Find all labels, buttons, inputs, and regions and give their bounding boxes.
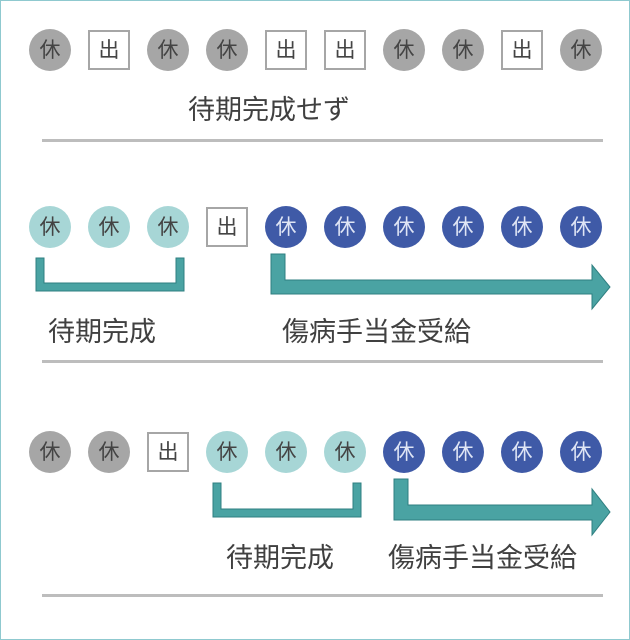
benefit-day-circle: 休 xyxy=(442,431,484,473)
rest-day-circle: 休 xyxy=(29,431,71,473)
sickness-benefit-label: 傷病手当金受給 xyxy=(282,317,471,348)
waiting-day-circle: 休 xyxy=(147,206,189,248)
work-day-box: 出 xyxy=(206,207,248,247)
rest-day-circle: 休 xyxy=(206,29,248,71)
benefit-period-arrow xyxy=(393,478,611,537)
benefit-day-circle: 休 xyxy=(560,431,602,473)
waiting-period-bracket xyxy=(212,482,362,518)
waiting-day-circle: 休 xyxy=(324,431,366,473)
rest-day-circle: 休 xyxy=(442,29,484,71)
rest-day-circle: 休 xyxy=(29,29,71,71)
rest-day-circle: 休 xyxy=(560,29,602,71)
waiting-day-circle: 休 xyxy=(206,431,248,473)
sickness-benefit-label: 傷病手当金受給 xyxy=(388,543,577,574)
waiting-completed-label: 待期完成 xyxy=(226,543,334,574)
benefit-day-circle: 休 xyxy=(383,206,425,248)
work-day-box: 出 xyxy=(324,30,366,70)
rest-day-circle: 休 xyxy=(383,29,425,71)
benefit-period-arrow xyxy=(270,253,611,311)
row-separator xyxy=(42,139,603,142)
benefit-day-circle: 休 xyxy=(442,206,484,248)
work-day-box: 出 xyxy=(265,30,307,70)
row-separator xyxy=(42,594,603,597)
caption-waiting-not-completed: 待期完成せず xyxy=(188,95,350,126)
rest-day-circle: 休 xyxy=(88,431,130,473)
row-separator xyxy=(42,360,603,363)
benefit-day-circle: 休 xyxy=(501,206,543,248)
benefit-day-circle: 休 xyxy=(265,206,307,248)
work-day-box: 出 xyxy=(147,432,189,472)
benefit-day-circle: 休 xyxy=(324,206,366,248)
work-day-box: 出 xyxy=(501,30,543,70)
waiting-day-circle: 休 xyxy=(265,431,307,473)
benefit-day-circle: 休 xyxy=(383,431,425,473)
waiting-period-bracket xyxy=(35,257,185,292)
work-day-box: 出 xyxy=(88,30,130,70)
waiting-completed-label: 待期完成 xyxy=(48,317,156,348)
benefit-day-circle: 休 xyxy=(560,206,602,248)
rest-day-circle: 休 xyxy=(147,29,189,71)
benefit-day-circle: 休 xyxy=(501,431,543,473)
waiting-day-circle: 休 xyxy=(29,206,71,248)
waiting-day-circle: 休 xyxy=(88,206,130,248)
